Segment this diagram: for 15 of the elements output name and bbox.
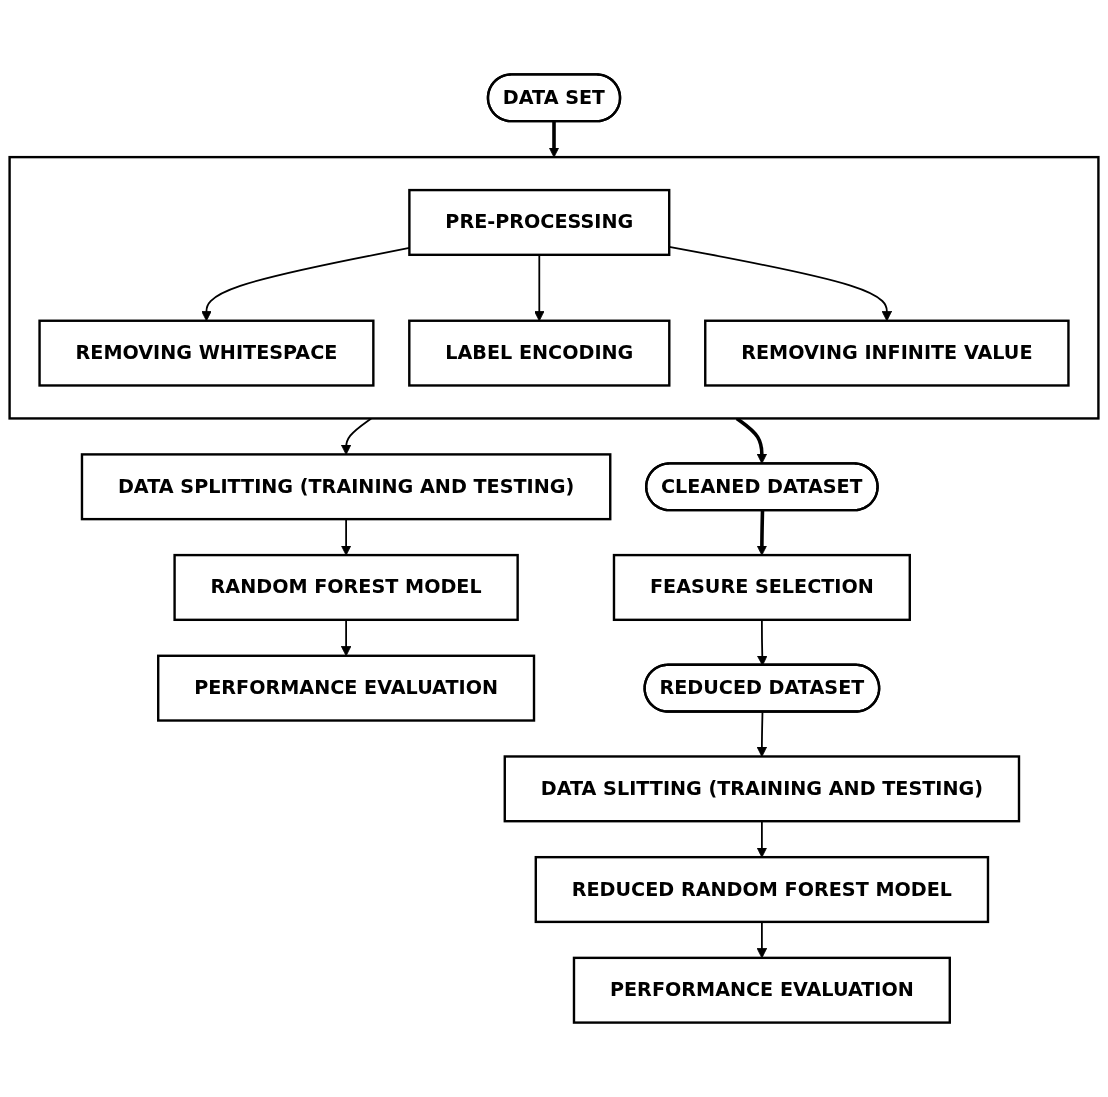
cluster [8, 155, 1100, 420]
node-box: RANDOM FOREST MODEL [173, 553, 519, 622]
node-box: REDUCED RANDOM FOREST MODEL [534, 855, 990, 924]
node-box: FEASURE SELECTION [612, 553, 911, 622]
node-box: DATA SLITTING (TRAINING AND TESTING) [503, 755, 1021, 823]
arrow [548, 121, 560, 158]
arrow [756, 510, 768, 556]
node-box: LABEL ENCODING [408, 319, 671, 387]
arrow [756, 711, 768, 757]
node-box: REMOVING WHITESPACE [38, 319, 375, 387]
node-box: PERFORMANCE EVALUATION [157, 654, 536, 722]
node-box: DATA SPLITTING (TRAINING AND TESTING) [80, 453, 612, 521]
node-box: REMOVING INFINITE VALUE [704, 319, 1070, 387]
node-box: PRE-PROCESSING [408, 188, 671, 256]
node-box: PERFORMANCE EVALUATION [572, 956, 951, 1024]
